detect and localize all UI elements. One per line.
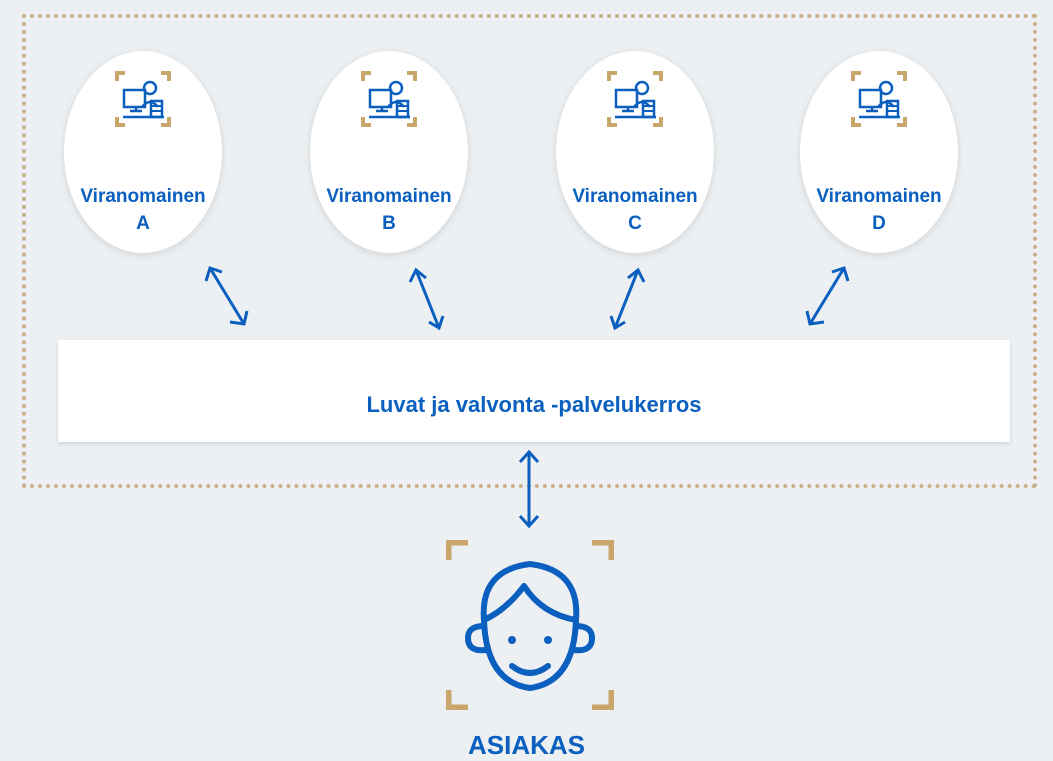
agency-officer-icon — [115, 71, 171, 127]
agency-label: Viranomainen — [80, 186, 206, 207]
service-layer-title: Luvat ja valvonta -palvelukerros — [366, 392, 702, 417]
agency-label: Viranomainen — [816, 186, 942, 207]
agency-d-link-arrow — [805, 266, 850, 326]
agency-a: Viranomainen A — [64, 51, 222, 253]
service-layer-box: Luvat ja valvonta -palvelukerros — [58, 340, 1010, 442]
agency-letter: B — [382, 213, 396, 234]
agency-officer-icon — [361, 71, 417, 127]
customer-link-arrow — [518, 449, 540, 529]
customer-label: ASIAKAS — [467, 730, 585, 760]
agency-d: Viranomainen D — [800, 51, 958, 253]
agency-b: Viranomainen B — [310, 51, 468, 253]
agency-letter: D — [872, 213, 886, 234]
customer-face-icon — [446, 540, 614, 710]
agency-c-link-arrow — [609, 267, 646, 331]
agency-a-link-arrow — [204, 266, 249, 326]
agency-b-link-arrow — [408, 267, 445, 331]
agency-label: Viranomainen — [326, 186, 452, 207]
agency-officer-icon — [851, 71, 907, 127]
agency-letter: C — [628, 213, 642, 234]
agency-officer-icon — [607, 71, 663, 127]
agency-letter: A — [136, 213, 150, 234]
agency-label: Viranomainen — [572, 186, 698, 207]
agency-c: Viranomainen C — [556, 51, 714, 253]
